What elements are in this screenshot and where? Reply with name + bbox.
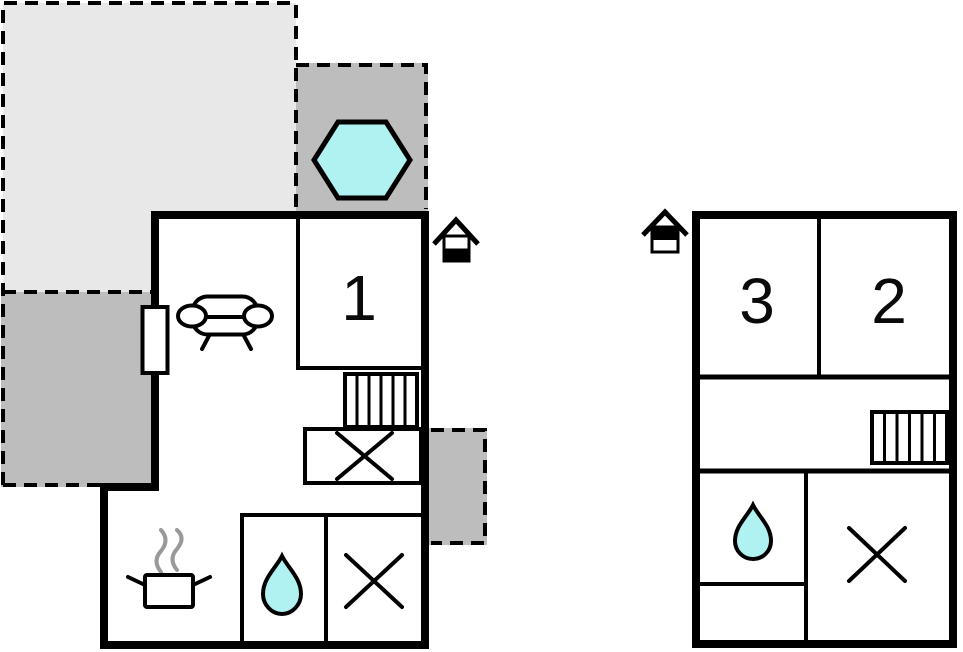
table-cross-icon: [344, 553, 404, 609]
terrace-door: [140, 305, 170, 375]
water-drop-icon: [732, 500, 774, 562]
water-drop-icon: [260, 551, 304, 617]
table-cross-icon: [847, 526, 907, 583]
right-terrace-area: [429, 428, 487, 545]
upper-floor-level-icon: [641, 208, 689, 254]
stairs-icon: [343, 372, 419, 429]
terrace-light-area: [3, 3, 296, 292]
cooking-pot-icon: [126, 528, 212, 609]
hot-tub-hexagon-icon: [311, 119, 413, 201]
stairs-icon: [870, 410, 949, 465]
right-terrace-dashed: [431, 428, 487, 545]
room-1-walls: [296, 213, 425, 370]
room-1-label: 1: [341, 262, 377, 334]
room-2-label: 2: [871, 265, 907, 337]
left-terrace-area: [1, 292, 155, 487]
terrace-dashed-border: [1, 1, 298, 485]
ground-floor-level-icon: [432, 216, 480, 263]
steam-lines: [154, 528, 184, 574]
room-3-label: 3: [739, 265, 775, 337]
bathroom-kitchen-walls: [240, 513, 423, 645]
bath-room-walls: [696, 471, 808, 644]
ground-floor-plan: 1: [1, 1, 487, 649]
upper-floor-plan: 3 2: [641, 208, 957, 648]
hot-tub-area-dashed: [296, 63, 428, 209]
table-cross-icon: [303, 427, 423, 485]
sofa-icon: [176, 294, 274, 351]
